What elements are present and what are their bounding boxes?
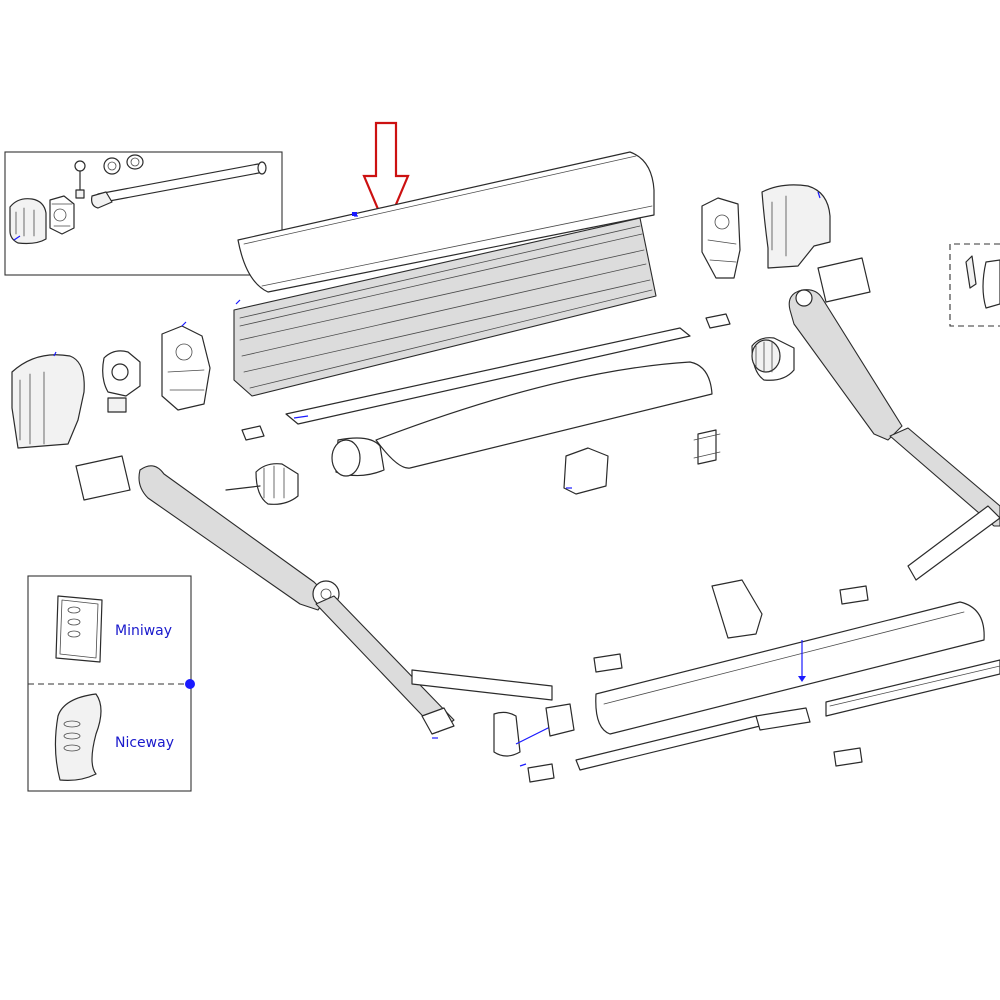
cassette-profile xyxy=(233,217,657,397)
right-arm xyxy=(788,257,1000,581)
right-inset xyxy=(949,243,1000,327)
center-bracket xyxy=(563,447,609,495)
left-arm xyxy=(75,455,553,739)
niceway-label: Niceway xyxy=(115,735,174,751)
niceway-remote-icon xyxy=(54,693,102,781)
small-hardware xyxy=(493,579,869,783)
right-end-parts xyxy=(693,184,831,465)
miniway-label: Miniway xyxy=(115,623,172,639)
front-bar-assembly xyxy=(575,601,1000,771)
fabric-and-bar xyxy=(285,327,713,477)
connector-dot-icon xyxy=(185,679,195,689)
red-pointer-arrow-icon xyxy=(362,121,410,231)
inset-motor-kit xyxy=(4,151,283,276)
left-end-parts xyxy=(11,321,299,505)
top-cover-profile xyxy=(237,151,655,293)
remotes-inset: Miniway Niceway xyxy=(27,575,195,792)
miniway-remote-icon xyxy=(55,595,103,663)
